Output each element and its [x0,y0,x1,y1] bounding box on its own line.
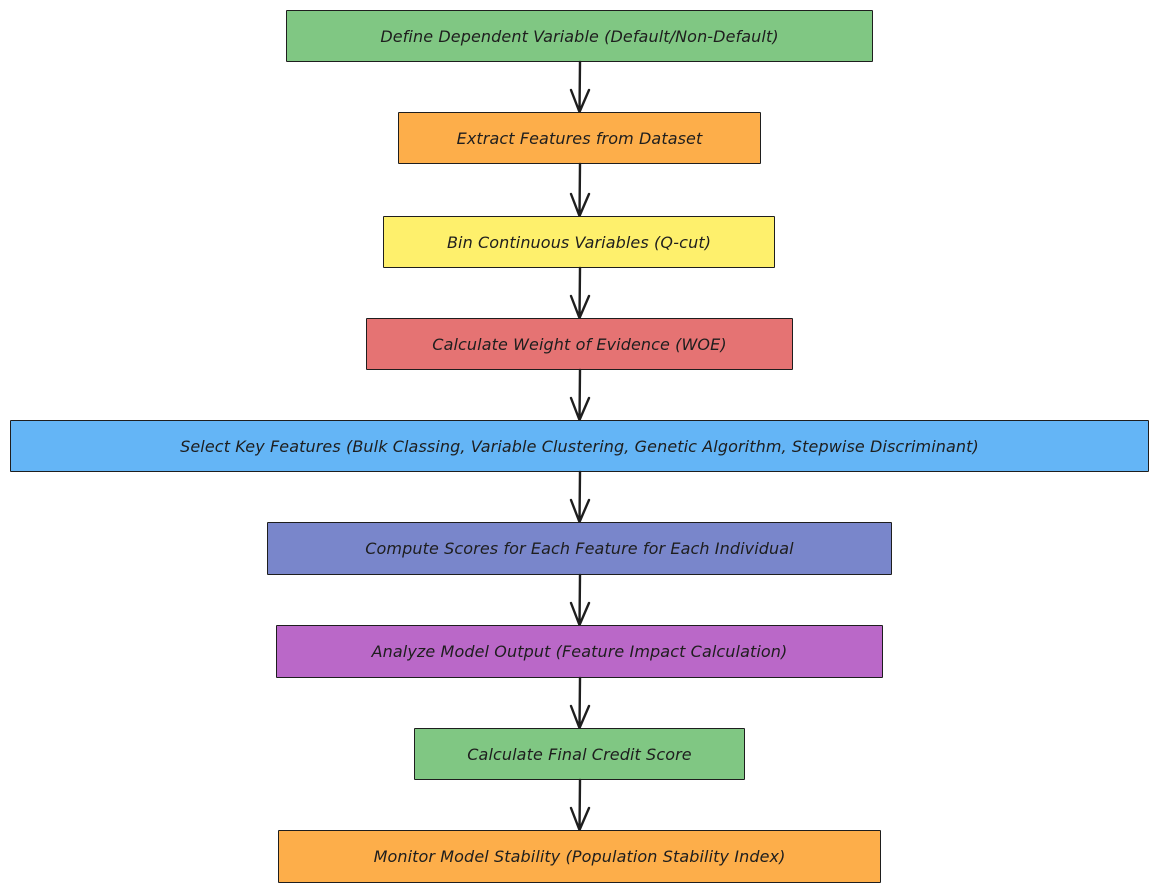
step-monitor-model-stability: Monitor Model Stability (Population Stab… [278,830,881,883]
arrow-down-icon [569,676,591,730]
step-calculate-woe: Calculate Weight of Evidence (WOE) [366,318,793,370]
arrow-down-icon [569,778,591,832]
step-select-key-features: Select Key Features (Bulk Classing, Vari… [10,420,1149,472]
arrow-down-icon [569,266,591,320]
arrow-down-icon [569,470,591,524]
step-extract-features: Extract Features from Dataset [398,112,761,164]
step-bin-continuous-variables: Bin Continuous Variables (Q-cut) [383,216,775,268]
arrow-down-icon [569,573,591,627]
step-calculate-final-credit-score: Calculate Final Credit Score [414,728,745,780]
step-compute-scores: Compute Scores for Each Feature for Each… [267,522,892,575]
step-analyze-model-output: Analyze Model Output (Feature Impact Cal… [276,625,883,678]
arrow-down-icon [569,368,591,422]
arrow-down-icon [569,162,591,218]
step-define-dependent-variable: Define Dependent Variable (Default/Non-D… [286,10,873,62]
arrow-down-icon [569,60,591,114]
